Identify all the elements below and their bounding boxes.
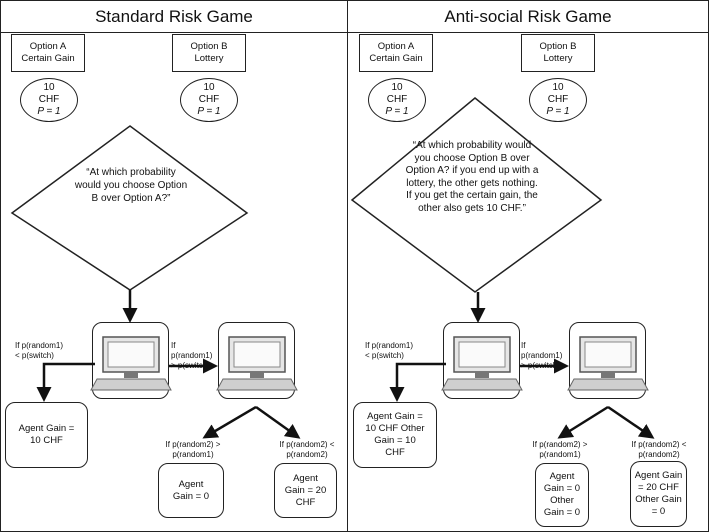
outcome-bottom-left-box: Agent Gain = 0 Other Gain = 0 (535, 463, 589, 527)
outcome-bottom-left-box: Agent Gain = 0 (158, 463, 224, 518)
outcome-bottom-right-text: Agent Gain = 20 CHF (284, 472, 327, 508)
condition-left: If p(random1) < p(switch) (365, 341, 414, 360)
condition-bottom-right: If p(random2) < p(random2) (279, 440, 335, 459)
oval-amount: 10 (203, 82, 215, 93)
computer-2 (569, 322, 646, 399)
condition-bottom-right: If p(random2) < p(random2) (631, 440, 687, 459)
oval-unit: CHF (38, 94, 60, 105)
condition-bottom-left: If p(random2) > p(random1) (165, 440, 221, 459)
outcome-bottom-right-box: Agent Gain = 20 CHF (274, 463, 337, 518)
oval-prob: P = 1 (37, 106, 61, 117)
computer-2 (218, 322, 295, 399)
oval-amount: 10 (43, 82, 55, 93)
computer-1-screen-label: p(random1) (459, 348, 503, 358)
computer-2-screen-label: p(random2) (235, 348, 279, 358)
oval-amount: 10 (552, 82, 564, 93)
option-a-line2: Certain Gain (369, 53, 423, 64)
panel-title: Standard Risk Game (0, 0, 348, 33)
question-text: “At which probability would you choose O… (405, 140, 539, 214)
oval-unit: CHF (386, 94, 408, 105)
computer-1-screen-label: p(random1) (108, 348, 152, 358)
computer-2-screen-label: p(random2) (586, 348, 630, 358)
option-a-line2: Certain Gain (21, 53, 75, 64)
condition-bottom-left: If p(random2) > p(random1) (532, 440, 588, 459)
computer-1 (92, 322, 169, 399)
option-a-line1: Option A (29, 41, 67, 52)
condition-right: If p(random1) > p(switch) (521, 341, 563, 370)
outcome-bottom-left-text: Agent Gain = 0 Other Gain = 0 (543, 471, 581, 518)
oval-prob: P = 1 (546, 106, 570, 117)
oval-prob: P = 1 (385, 106, 409, 117)
outcome-left-box: Agent Gain = 10 CHF (5, 402, 88, 468)
computer-1 (443, 322, 520, 399)
option-b-oval: 10 CHF P = 1 (180, 78, 238, 122)
condition-right: If p(random1) > p(switch) (171, 341, 213, 370)
option-a-oval: 10 CHF P = 1 (20, 78, 78, 122)
oval-unit: CHF (547, 94, 569, 105)
oval-unit: CHF (198, 94, 220, 105)
condition-left: If p(random1) < p(switch) (15, 341, 64, 360)
outcome-bottom-right-box: Agent Gain = 20 CHF Other Gain = 0 (630, 461, 687, 527)
outcome-bottom-left-text: Agent Gain = 0 (172, 478, 210, 502)
option-a-box: Option A Certain Gain (359, 34, 433, 72)
outcome-left-text: Agent Gain = 10 CHF Other Gain = 10 CHF (365, 411, 425, 458)
option-b-oval: 10 CHF P = 1 (529, 78, 587, 122)
option-b-box: Option B Lottery (172, 34, 246, 72)
outcome-bottom-right-text: Agent Gain = 20 CHF Other Gain = 0 (634, 470, 683, 517)
oval-prob: P = 1 (197, 106, 221, 117)
outcome-left-text: Agent Gain = 10 CHF (18, 423, 75, 446)
option-b-line1: Option B (190, 41, 228, 52)
outcome-left-box: Agent Gain = 10 CHF Other Gain = 10 CHF (353, 402, 437, 468)
option-b-line2: Lottery (543, 53, 573, 64)
option-b-box: Option B Lottery (521, 34, 595, 72)
option-a-oval: 10 CHF P = 1 (368, 78, 426, 122)
option-a-line1: Option A (377, 41, 415, 52)
option-a-box: Option A Certain Gain (11, 34, 85, 72)
panel-title: Anti-social Risk Game (347, 0, 709, 33)
option-b-line1: Option B (539, 41, 577, 52)
question-text: “At which probability would you choose O… (74, 167, 188, 204)
option-b-line2: Lottery (194, 53, 224, 64)
oval-amount: 10 (391, 82, 403, 93)
